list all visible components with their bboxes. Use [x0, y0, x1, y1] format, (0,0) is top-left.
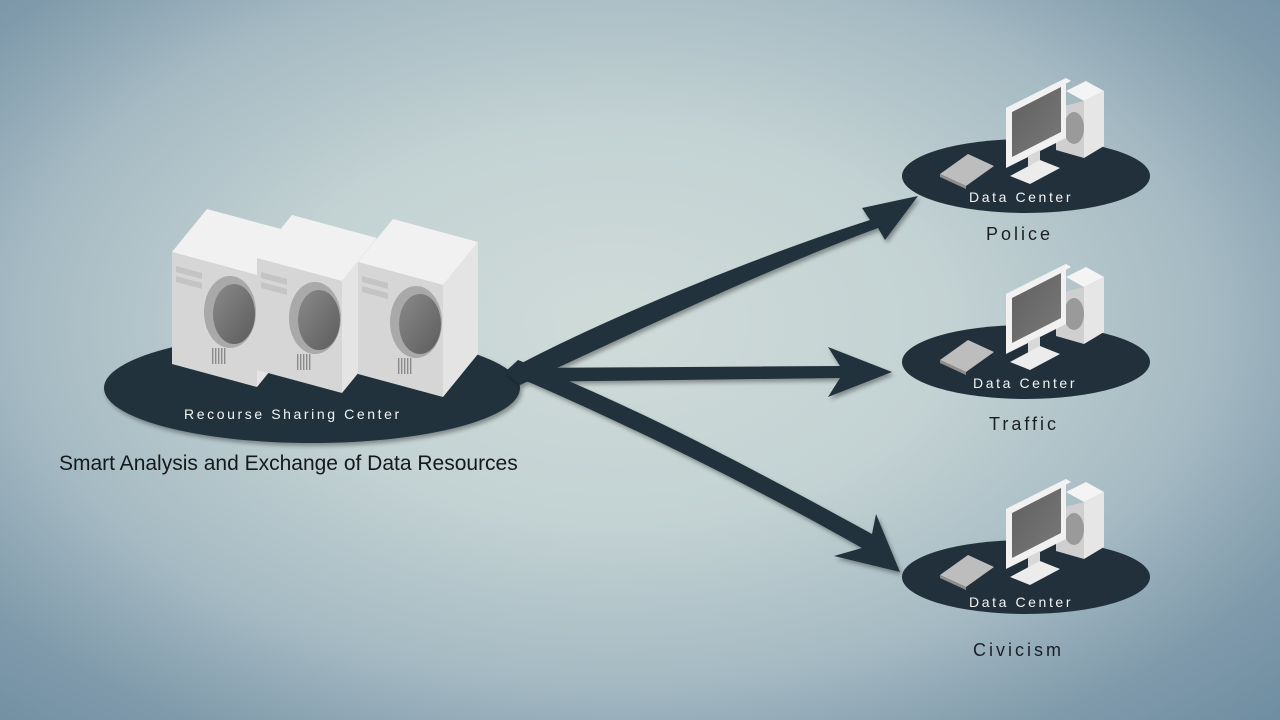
- target-plate-label-civicism: Data Center: [969, 594, 1074, 610]
- server-tower-icon: [358, 219, 478, 397]
- target-plate-label-traffic: Data Center: [973, 375, 1078, 391]
- server-tower-icon: [257, 215, 377, 393]
- target-name-police: Police: [986, 224, 1054, 244]
- target-name-civicism: Civicism: [973, 640, 1064, 660]
- target-node-traffic: [902, 264, 1150, 399]
- source-caption: Smart Analysis and Exchange of Data Reso…: [59, 452, 518, 475]
- source-plate-label: Recourse Sharing Center: [184, 406, 402, 422]
- target-node-civicism: [902, 479, 1150, 614]
- target-name-traffic: Traffic: [989, 414, 1060, 434]
- target-plate-label-police: Data Center: [969, 189, 1074, 205]
- arrow-traffic: [515, 347, 892, 397]
- arrow-police: [505, 196, 918, 385]
- arrow-civicism: [505, 360, 900, 572]
- server-cluster-icon: [172, 209, 478, 397]
- target-node-police: [902, 78, 1150, 213]
- desktop-computer-icon: [940, 78, 1104, 189]
- desktop-computer-icon: [940, 264, 1104, 375]
- arrows: [505, 196, 918, 572]
- desktop-computer-icon: [940, 479, 1104, 590]
